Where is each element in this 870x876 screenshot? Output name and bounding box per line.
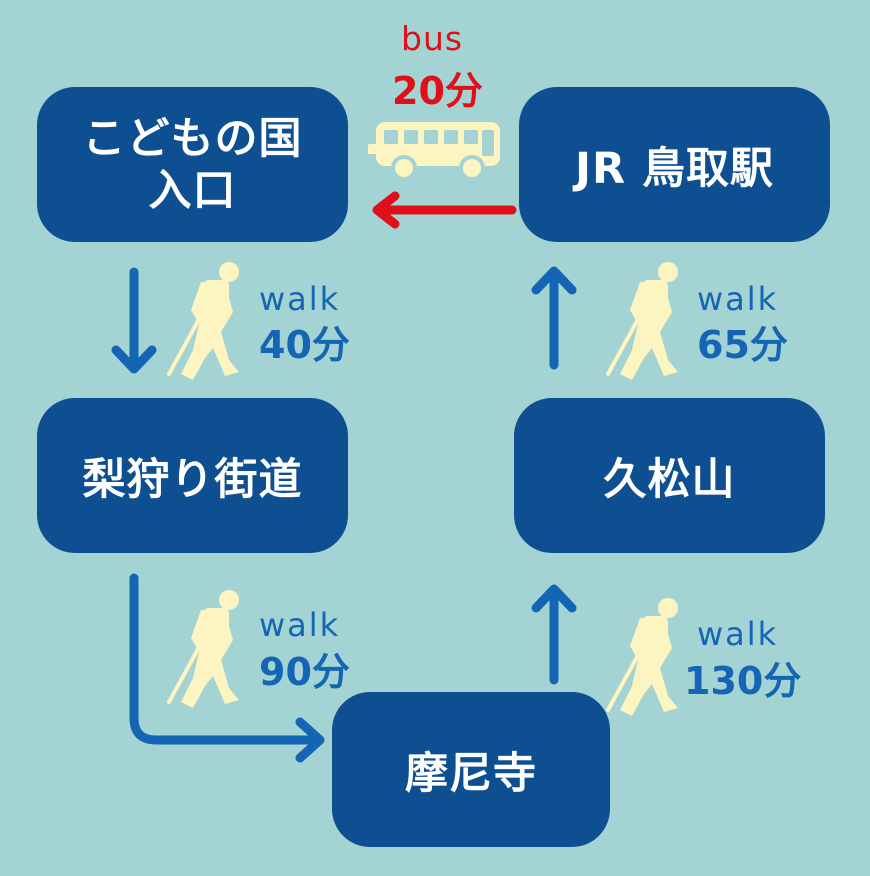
hiker-icon <box>167 262 239 380</box>
node-label-line2: 入口 <box>148 165 237 216</box>
hiker-icon <box>167 590 239 708</box>
hiker-icon <box>606 598 678 716</box>
node-kodomo-no-kuni-entrance: こどもの国 入口 <box>37 87 348 242</box>
walk2-time-label: 90分 <box>259 650 350 694</box>
node-nashigari-kaido: 梨狩り街道 <box>37 398 348 553</box>
node-maniji-temple: 摩尼寺 <box>332 692 610 847</box>
walk3-time-label: 130分 <box>684 659 802 703</box>
node-label: 梨狩り街道 <box>82 454 303 505</box>
walk-arrow-down <box>111 267 157 374</box>
node-kyushozan: 久松山 <box>514 398 825 553</box>
node-label: 久松山 <box>603 454 736 505</box>
bus-icon <box>368 122 500 181</box>
walk-arrow-corner <box>129 573 325 763</box>
bus-arrow <box>372 191 517 229</box>
node-jr-tottori-station: JR 鳥取駅 <box>519 87 830 242</box>
walk4-time-label: 65分 <box>697 323 788 367</box>
walk-arrow-up-upper <box>531 266 577 370</box>
walk4-mode-label: walk <box>697 280 779 318</box>
node-label-line1: こどもの国 <box>82 113 303 164</box>
node-label: 摩尼寺 <box>405 748 537 799</box>
bus-mode-label: bus <box>401 19 464 58</box>
walk1-time-label: 40分 <box>259 323 350 367</box>
hiker-icon <box>606 262 678 380</box>
bus-time-label: 20分 <box>392 69 483 113</box>
walk-arrow-up-lower <box>531 584 577 685</box>
walk3-mode-label: walk <box>697 615 779 653</box>
walk1-mode-label: walk <box>259 280 341 318</box>
node-label: JR 鳥取駅 <box>574 143 775 194</box>
walk2-mode-label: walk <box>259 606 341 644</box>
